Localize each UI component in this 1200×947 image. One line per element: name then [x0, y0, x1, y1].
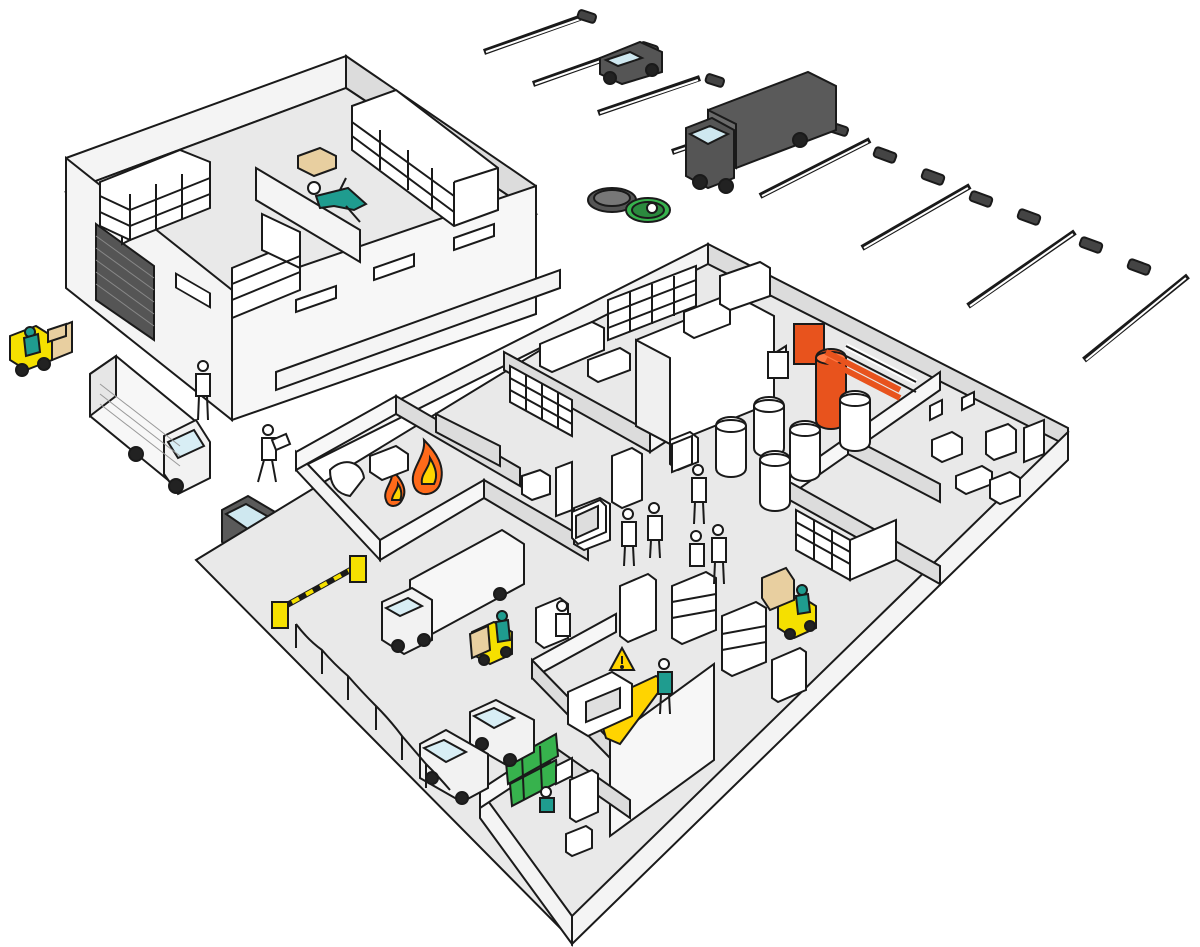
- van: [419, 728, 489, 805]
- warning-sign-icon: [608, 645, 636, 671]
- worker-carrying-box-icon: [257, 424, 292, 483]
- delivery-truck: [89, 354, 211, 496]
- factory-floor: [194, 242, 1070, 947]
- parking-lot: [482, 9, 1190, 363]
- fire-icon: [384, 437, 443, 507]
- fallen-worker-icon: [307, 177, 368, 223]
- worker-icon: [657, 658, 673, 715]
- forklift-icon: [761, 566, 817, 640]
- machine-conveyor: [567, 670, 668, 746]
- forklift-icon: [9, 320, 73, 377]
- forklift-icon: [468, 610, 513, 666]
- boom-barrier-icon: [271, 555, 367, 629]
- worker-icon: [195, 360, 211, 421]
- warehouse: [63, 54, 561, 423]
- factory-truck: [381, 528, 525, 656]
- parked-box-truck: [685, 70, 837, 194]
- parked-car: [599, 40, 663, 86]
- van: [469, 698, 535, 768]
- chain-fence: [295, 623, 451, 791]
- storage-tanks-icon: [715, 323, 918, 512]
- manhole-icon: [587, 187, 671, 223]
- curb-stops: [576, 9, 1152, 276]
- control-room-monitors-icon: [504, 732, 599, 824]
